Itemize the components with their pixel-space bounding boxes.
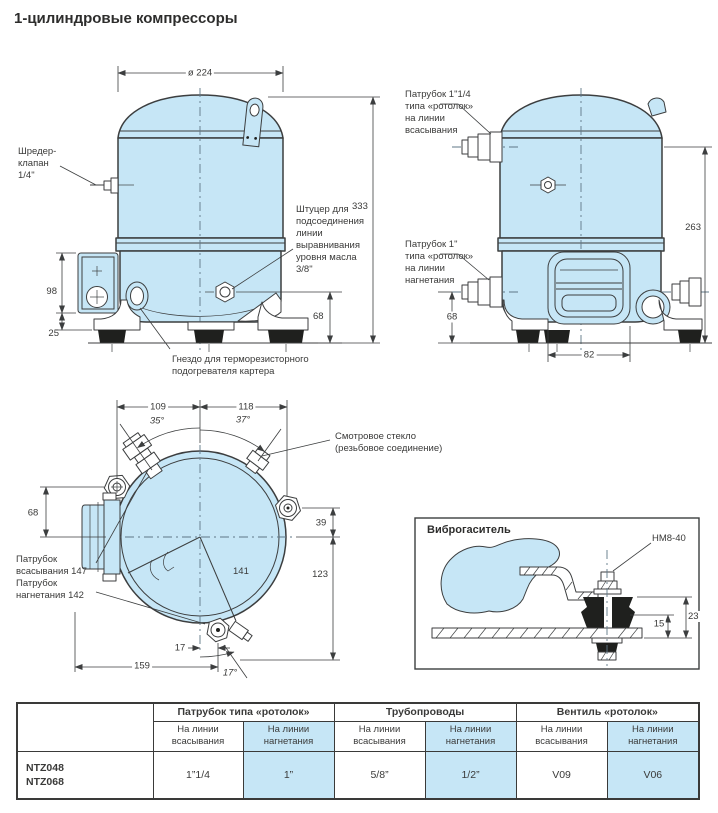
damper-foot-blob [440, 538, 560, 614]
dim-right-offset: 39 [313, 517, 329, 529]
table-value-valve-suction: V09 [515, 750, 608, 800]
page-title: 1-цилиндровые компрессоры [14, 10, 238, 27]
dim-sight-angle: 37° [233, 414, 253, 426]
dim-suction-angle: 35° [147, 415, 167, 427]
table-sub-discharge-2: На линии нагнетания [424, 720, 517, 752]
label-schrader-valve: Шредер- клапан 1/4" [18, 146, 57, 181]
dim-total-height: 333 [350, 201, 370, 212]
side-dimensions [438, 103, 712, 362]
side-view-drawing [438, 88, 712, 362]
front-feet [88, 299, 318, 352]
lifting-lug [242, 97, 264, 148]
table-value-rotolock-suction: 1”1/4 [152, 750, 244, 800]
dim-base-span: 159 [132, 660, 152, 672]
table-sub-suction-3: На линии всасывания [515, 720, 608, 752]
oil-fitting [205, 281, 250, 303]
table-corner-cell [16, 702, 154, 752]
technical-drawings [40, 66, 712, 679]
dim-damper-total: 23 [687, 611, 700, 622]
right-connector [662, 277, 712, 307]
top-dimensions [40, 400, 340, 679]
dim-diameter: ø 224 [185, 67, 215, 79]
table-sub-discharge-1: На линии нагнетания [242, 720, 335, 752]
table-value-valve-discharge: V06 [606, 750, 700, 800]
top-right-fitting [275, 495, 301, 521]
table-sub-suction-1: На линии всасывания [152, 720, 244, 752]
table-value-rotolock-discharge: 1” [242, 750, 335, 800]
table-value-pipe-discharge: 1/2” [424, 750, 517, 800]
suction-connector [452, 131, 522, 163]
label-heater-socket: Гнездо для терморезисторного подогревате… [172, 354, 309, 377]
side-feet [470, 299, 712, 352]
table-value-pipe-suction: 5/8” [333, 750, 426, 800]
schrader-valve [90, 177, 134, 194]
front-dimensions [56, 66, 380, 350]
dim-bottom-x: 17 [172, 642, 188, 654]
table-group-pipes: Трубопроводы [333, 702, 517, 722]
dim-side-height: 263 [682, 222, 703, 233]
table-group-rotolock: Патрубок типа «ротолок» [152, 702, 335, 722]
table-sub-suction-2: На линии всасывания [333, 720, 426, 752]
table-model-cell: NTZ048 NTZ068 [16, 750, 154, 800]
bottom-fitting [206, 617, 253, 643]
dim-oil-height: 68 [311, 311, 326, 322]
dim-discharge-height: 68 [444, 311, 460, 323]
heater-socket [125, 281, 149, 311]
label-bolt: HM8-40 [652, 533, 686, 544]
dim-foot-height: 25 [48, 328, 59, 339]
label-sight-glass: Смотровое стекло (резьбовое соединение) [335, 431, 443, 454]
front-view-drawing [56, 66, 380, 352]
terminal-box [77, 252, 119, 314]
label-suction-port: Патрубок 1"1/4 типа «ротолок» на линии в… [405, 89, 474, 136]
dim-feet-span: 82 [581, 349, 597, 361]
dim-bottom-offset: 123 [306, 569, 330, 580]
dim-bottom-angle: 17° [220, 667, 240, 679]
label-discharge-port: Патрубок 1" типа «ротолок» на линии нагн… [405, 239, 474, 286]
label-ports: Патрубок всасывания 147 Патрубок нагнета… [16, 554, 87, 601]
cover-plate [547, 251, 631, 325]
dim-right-span: 118 [236, 401, 256, 413]
dim-left-span: 109 [148, 401, 168, 413]
dim-box-height: 98 [46, 286, 57, 297]
mid-fitting [530, 176, 566, 194]
dim-damper-rubber: 15 [652, 618, 666, 630]
table-sub-discharge-3: На линии нагнетания [606, 720, 700, 752]
table-group-valve: Вентиль «ротолок» [515, 702, 700, 722]
plate-hatching [435, 627, 639, 639]
damper-dimensions [612, 542, 692, 639]
dim-left-height: 68 [25, 507, 41, 519]
damper-title: Виброгаситель [427, 524, 511, 536]
top-view-drawing [40, 400, 340, 679]
damper-drawing [414, 517, 700, 670]
label-oil-union: Штуцер для подсоединения линии выравнива… [296, 204, 365, 275]
discharge-connector [452, 276, 522, 308]
spec-table: Патрубок типа «ротолок» Трубопроводы Вен… [16, 702, 701, 800]
dim-radius: 141 [233, 566, 249, 577]
